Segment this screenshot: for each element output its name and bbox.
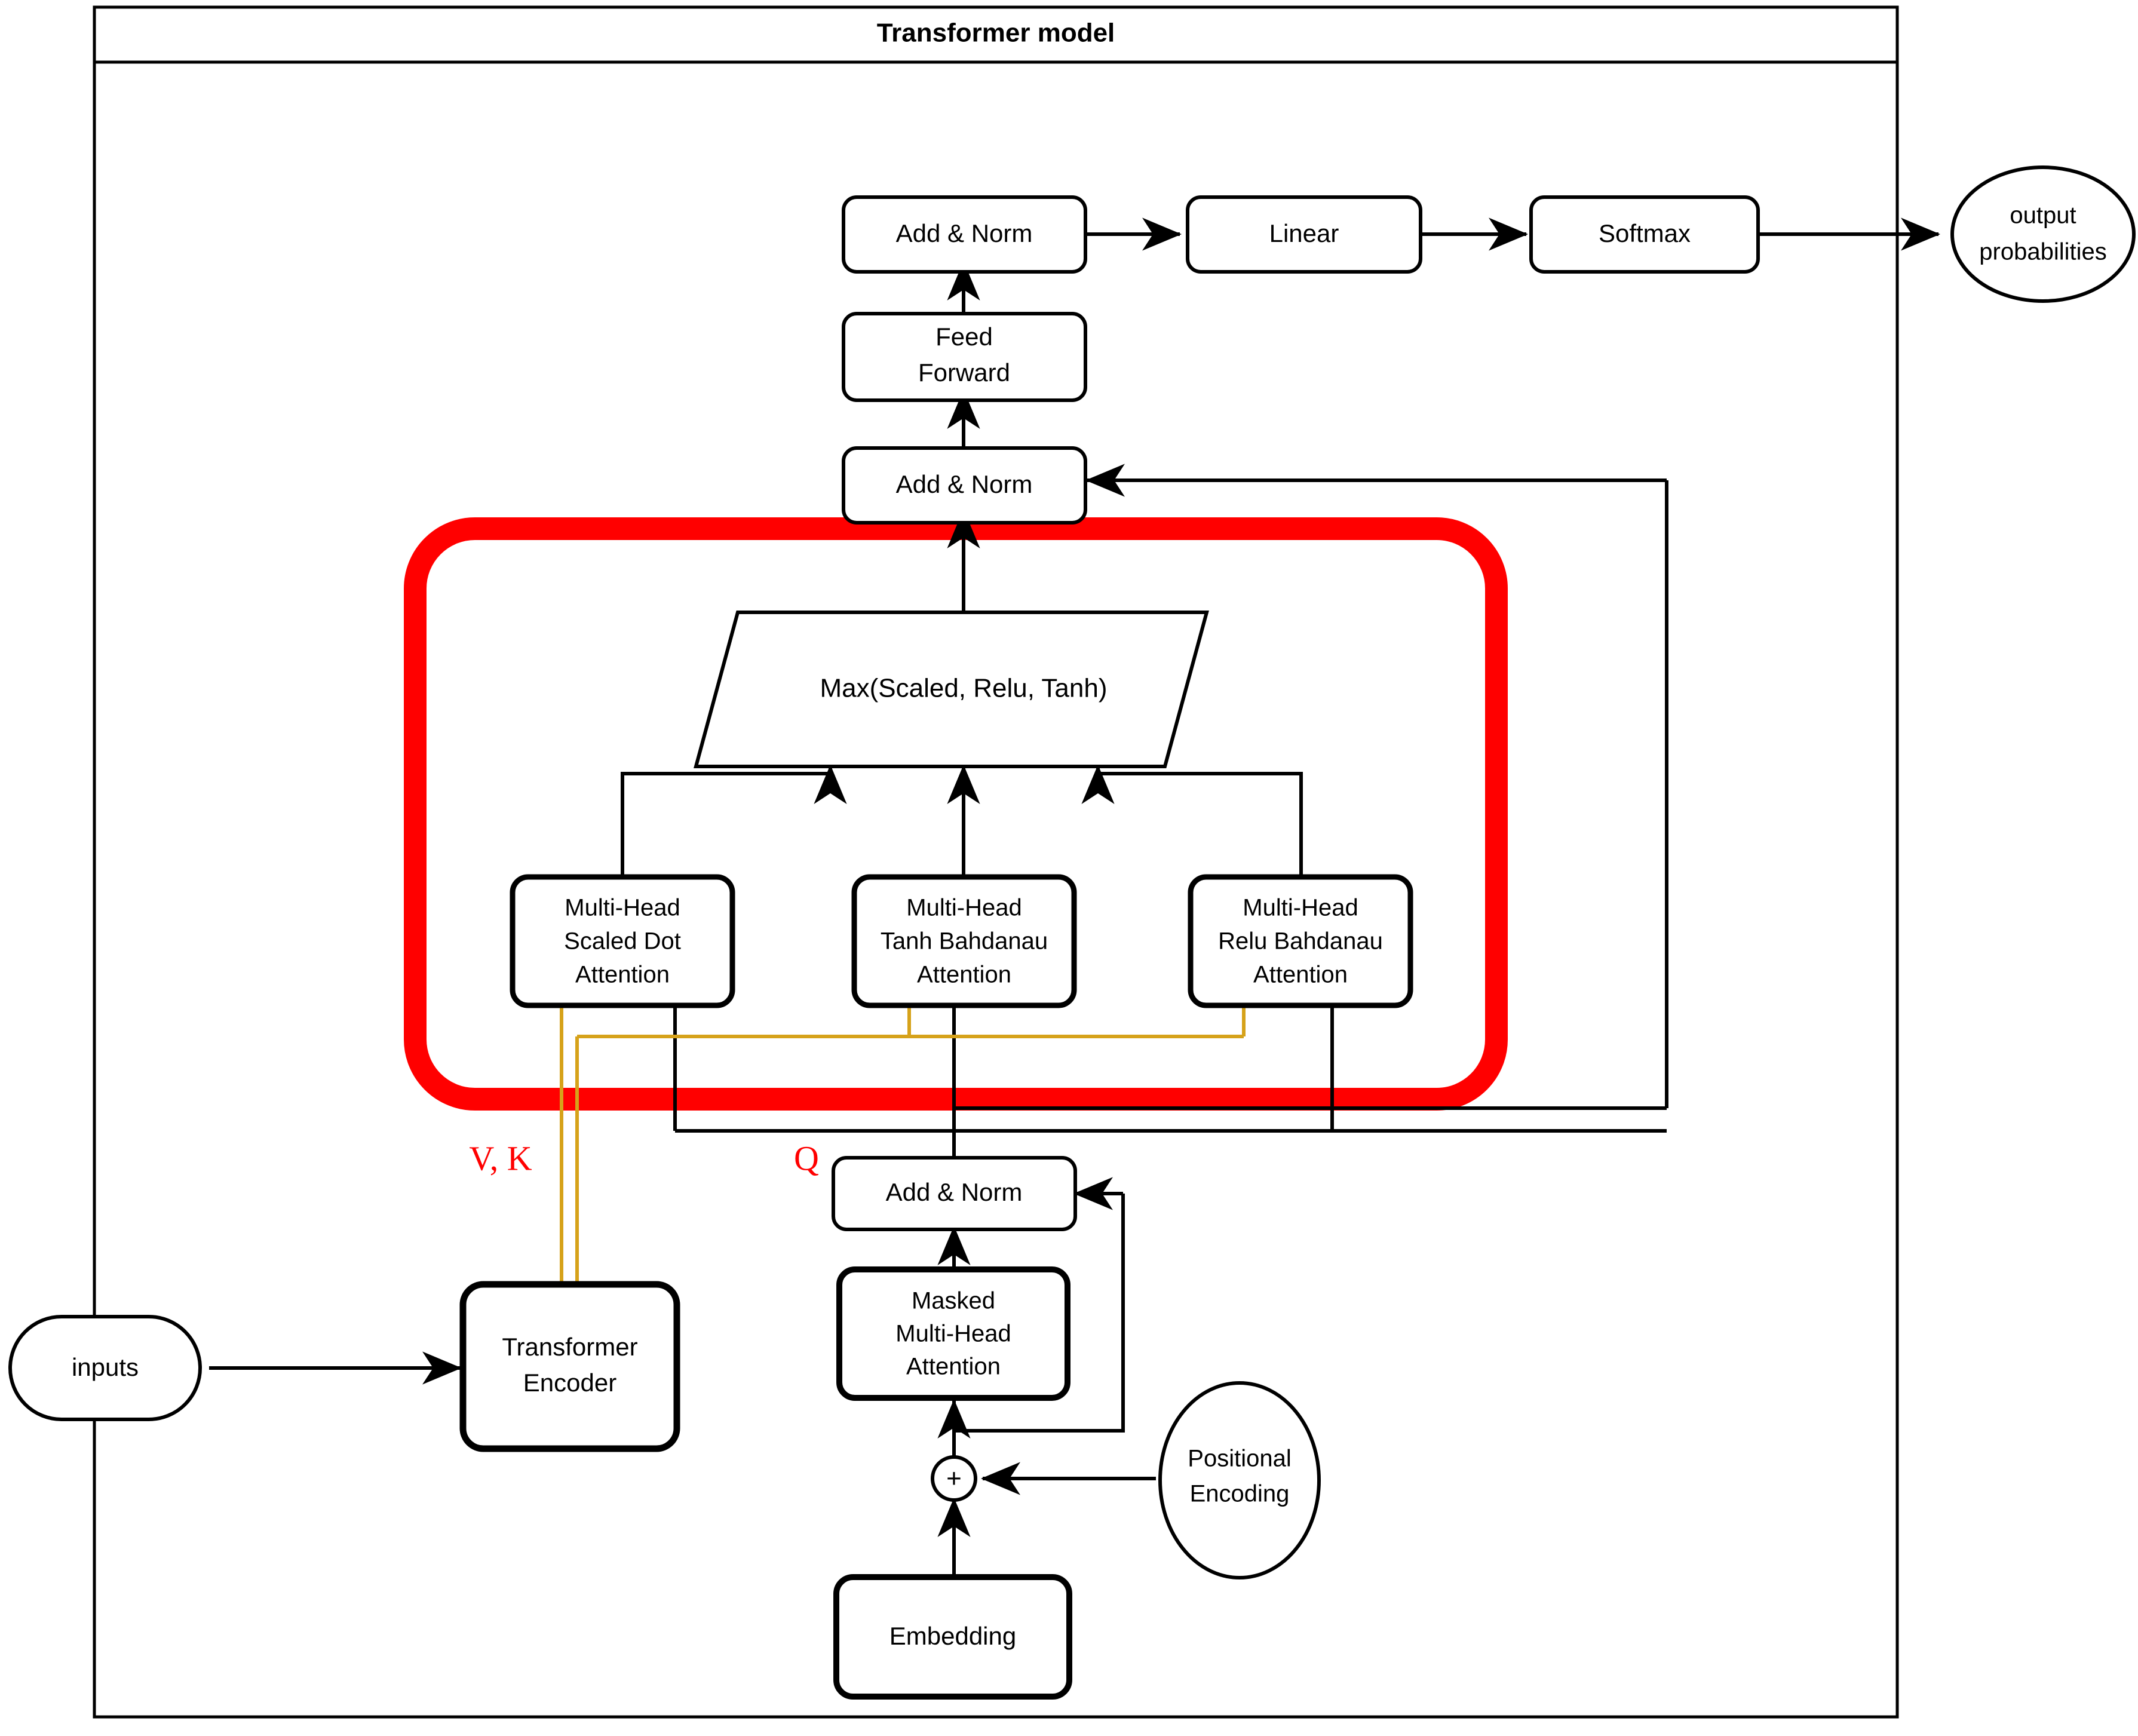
- node-label: Add & Norm: [896, 219, 1033, 247]
- node-masked-mha[interactable]: Masked Multi-Head Attention: [836, 1266, 1070, 1401]
- node-embedding[interactable]: Embedding: [833, 1574, 1072, 1700]
- node-mha-scaled-dot[interactable]: Multi-Head Scaled Dot Attention: [510, 874, 735, 1008]
- node-label: +: [946, 1464, 962, 1493]
- node-add-norm-top[interactable]: Add & Norm: [842, 195, 1087, 274]
- label-q: Q: [794, 1139, 819, 1177]
- page-title: Transformer model: [877, 19, 1115, 48]
- node-label-line1: Multi-Head: [565, 895, 680, 921]
- edge-residual-bottom-a: [952, 1194, 1125, 1434]
- node-max-op[interactable]: Max(Scaled, Relu, Tanh): [694, 611, 1209, 768]
- node-label-line1: Multi-Head: [906, 895, 1022, 921]
- edge-relu-to-max: [1081, 765, 1303, 879]
- node-transformer-encoder[interactable]: Transformer Encoder: [459, 1281, 680, 1452]
- node-linear[interactable]: Linear: [1186, 195, 1422, 274]
- node-label-line2: Forward: [918, 358, 1010, 387]
- node-add-norm-bottom[interactable]: Add & Norm: [832, 1156, 1077, 1231]
- node-label-line2: Multi-Head: [895, 1321, 1011, 1347]
- node-inputs[interactable]: inputs: [8, 1315, 202, 1421]
- node-sum[interactable]: +: [931, 1455, 977, 1502]
- node-label: Embedding: [889, 1622, 1016, 1650]
- node-label-line3: Attention: [1253, 962, 1348, 988]
- node-label-line1: output: [2010, 203, 2076, 229]
- node-label: Add & Norm: [896, 470, 1033, 498]
- node-label-line2: Relu Bahdanau: [1218, 928, 1383, 955]
- node-output-probabilities[interactable]: output probabilities: [1950, 165, 2136, 303]
- node-label-line1: Feed: [935, 323, 993, 351]
- node-label-line1: Masked: [912, 1288, 995, 1314]
- node-softmax[interactable]: Softmax: [1529, 195, 1760, 274]
- node-label: Add & Norm: [886, 1178, 1023, 1206]
- node-positional-encoding[interactable]: Positional Encoding: [1158, 1381, 1321, 1579]
- node-label-line2: Encoder: [523, 1369, 616, 1397]
- node-add-norm-mid[interactable]: Add & Norm: [842, 446, 1087, 525]
- model-frame: [93, 5, 1899, 1719]
- node-label-line2: Encoding: [1190, 1481, 1290, 1507]
- label-vk: V, K: [469, 1139, 532, 1177]
- node-label-line1: Positional: [1188, 1446, 1291, 1472]
- node-mha-tanh-bahdanau[interactable]: Multi-Head Tanh Bahdanau Attention: [851, 874, 1077, 1008]
- node-label: Softmax: [1599, 219, 1691, 247]
- edge-scaled-to-max: [621, 765, 847, 879]
- node-label-line2: probabilities: [1979, 239, 2106, 265]
- node-mha-relu-bahdanau[interactable]: Multi-Head Relu Bahdanau Attention: [1188, 874, 1413, 1008]
- edge-residual-mid-a: [952, 1106, 1667, 1131]
- node-label-line3: Attention: [575, 962, 670, 988]
- node-label: Linear: [1269, 219, 1339, 247]
- node-feed-forward[interactable]: Feed Forward: [842, 312, 1087, 402]
- node-label-line2: Tanh Bahdanau: [881, 928, 1048, 955]
- node-label: Max(Scaled, Relu, Tanh): [820, 674, 1108, 703]
- node-label-line1: Transformer: [502, 1333, 637, 1361]
- node-label-line3: Attention: [917, 962, 1011, 988]
- node-label-line2: Scaled Dot: [564, 928, 681, 955]
- node-label: inputs: [72, 1353, 139, 1381]
- node-label-line3: Attention: [906, 1354, 1001, 1380]
- node-label-line1: Multi-Head: [1243, 895, 1358, 921]
